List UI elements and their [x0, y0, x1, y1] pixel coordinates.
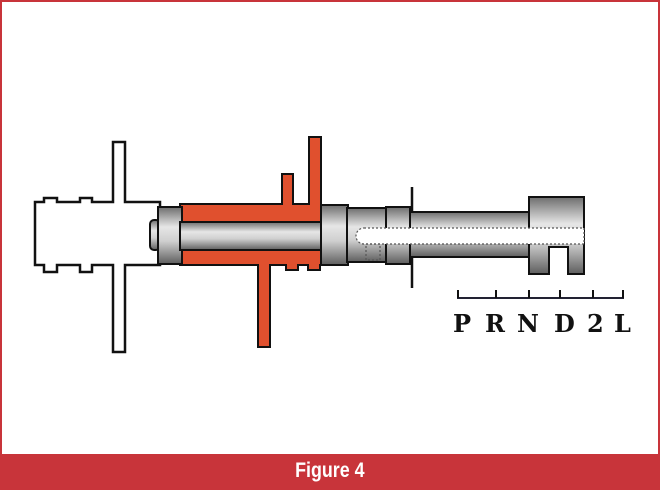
figure-caption: Figure 4	[295, 459, 365, 482]
valve-body-left	[33, 140, 162, 354]
shift-label-r: R	[485, 309, 506, 338]
manual-valve-spool	[149, 187, 585, 288]
caption-bar: Figure 4	[2, 454, 658, 488]
shift-label-d: D	[554, 309, 575, 338]
manual-valve-diagram: P R N D 2 L	[33, 136, 631, 354]
shift-label-n: N	[517, 309, 539, 338]
shift-label-l: L	[614, 309, 631, 338]
shift-scale	[457, 290, 624, 299]
shift-label-2: 2	[587, 309, 604, 338]
shift-label-p: P	[453, 309, 471, 338]
